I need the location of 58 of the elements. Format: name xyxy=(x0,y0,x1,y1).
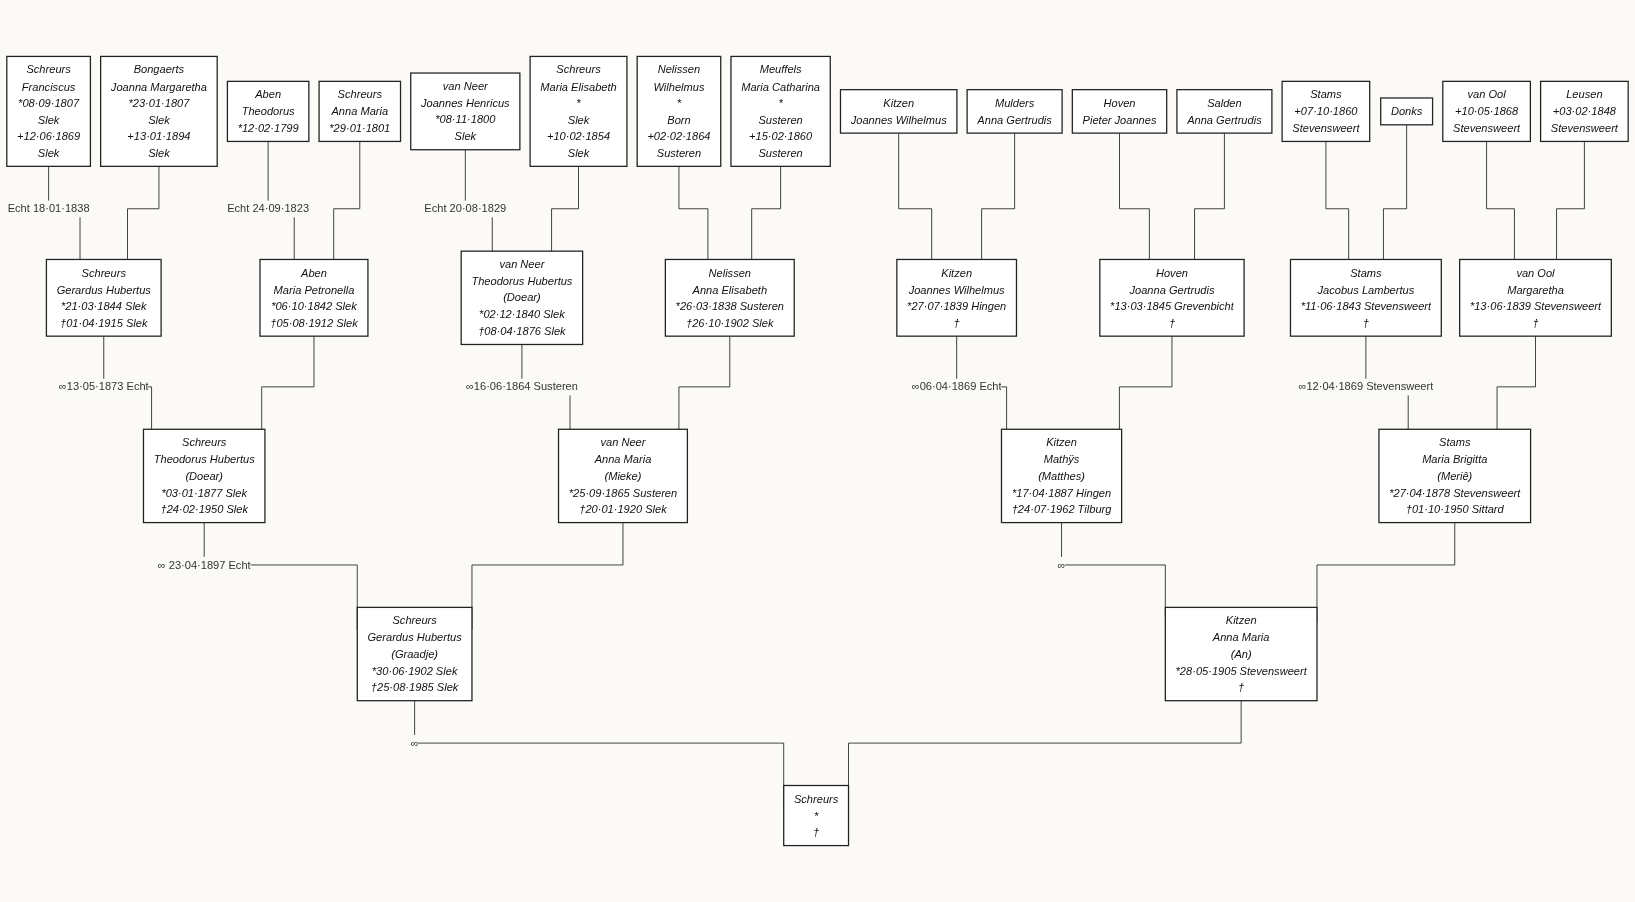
connector xyxy=(551,165,579,252)
connector xyxy=(678,335,731,430)
node-box: van Neer Joannes Henricus *08·11·1800 Slek xyxy=(410,72,521,151)
node-box: Meuffels Maria Catharina * Susteren +15·02·1860 Susteren xyxy=(730,55,831,167)
edge-label: ∞ xyxy=(410,736,419,750)
node-box: Schreurs Gerardus Hubertus (Graadje) *30·06·1902 Slek †25·08·1985 Slek xyxy=(356,606,473,702)
node-box: Bongaerts Joanna Margaretha *23·01·1807 Slek +13·01·1894 Slek xyxy=(100,55,218,167)
node-box: Salden Anna Gertrudis xyxy=(1176,89,1273,134)
node-box: Kitzen Joannes Wilhelmus xyxy=(839,89,958,134)
connector xyxy=(333,141,361,260)
edge-label: ∞06·04·1869 Echt xyxy=(911,380,1002,394)
node-box: Aben Theodorus *12·02·1799 xyxy=(226,80,310,143)
node-box: van Ool Margaretha *13·06·1839 Stevensweert † xyxy=(1459,258,1612,337)
connector xyxy=(1486,141,1515,260)
node-box: Hoven Pieter Joannes xyxy=(1071,89,1168,134)
node-box: Nelissen Wilhelmus * Born +02·02·1864 Susteren xyxy=(636,55,722,167)
edge-label: ∞16·06·1864 Susteren xyxy=(465,380,578,394)
node-box: Aben Maria Petronella *06·10·1842 Slek †05·08·1912 Slek xyxy=(259,258,369,337)
edge-label: Echt 18·01·1838 xyxy=(7,202,90,215)
node-box: Leusen +03·02·1848 Stevensweert xyxy=(1539,80,1629,143)
connector xyxy=(1119,132,1150,260)
connector xyxy=(981,132,1016,260)
edge-label: ∞ 23·04·1897 Echt xyxy=(157,558,251,572)
connector xyxy=(1118,335,1173,430)
edge-label: Echt 24·09·1823 xyxy=(227,202,310,215)
node-box: van Neer Anna Maria (Mieke) *25·09·1865 Susteren †20·01·1920 Slek xyxy=(557,428,689,524)
connector xyxy=(1325,141,1350,260)
connector xyxy=(1556,141,1585,260)
node-box: Stams +07·10·1860 Stevensweert xyxy=(1281,80,1371,143)
node-box: Kitzen Anna Maria (An) *28·05·1905 Stevensweert † xyxy=(1164,606,1318,702)
node-box: Schreurs Anna Maria *29·01·1801 xyxy=(318,80,402,143)
connector xyxy=(1383,124,1408,260)
connector xyxy=(898,132,933,260)
node-box: Nelissen Anna Elisabeth *26·03·1838 Susteren †26·10·1902 Slek xyxy=(664,258,795,337)
node-box: Kitzen Joannes Wilhelmus *27·07·1839 Hingen † xyxy=(896,258,1018,337)
node-box: Mulders Anna Gertrudis xyxy=(966,89,1063,134)
node-box: Kitzen Mathÿs (Matthes) *17·04·1887 Hingen †24·07·1962 Tilburg xyxy=(1000,428,1123,524)
connector xyxy=(678,165,709,260)
node-box: Schreurs Maria Elisabeth * Slek +10·02·1854 Slek xyxy=(529,55,628,167)
connector xyxy=(261,335,315,430)
edge-label: ∞ xyxy=(1057,558,1066,572)
node-box: Schreurs * † xyxy=(783,784,850,847)
connector xyxy=(1194,132,1225,260)
edge-label: ∞12·04·1869 Stevensweert xyxy=(1298,380,1434,394)
node-box: Donks xyxy=(1380,97,1434,126)
node-box: Schreurs Gerardus Hubertus *21·03·1844 Slek †01·04·1915 Slek xyxy=(45,258,162,337)
node-box: Hoven Joanna Gertrudis *13·03·1845 Grevenbicht † xyxy=(1099,258,1245,337)
node-box: Stams Jacobus Lambertus *11·06·1843 Stevensweert † xyxy=(1289,258,1442,337)
connector xyxy=(1496,335,1536,430)
edge-label: ∞13·05·1873 Echt xyxy=(58,380,149,394)
edge-label: Echt 20·08·1829 xyxy=(424,202,507,215)
node-box: Schreurs Franciscus *08·09·1807 Slek +12·06·1869 Slek xyxy=(6,55,92,167)
connector xyxy=(127,165,160,260)
node-box: Stams Maria Brigitta (Meriê) *27·04·1878 Stevensweert †01·10·1950 Sittard xyxy=(1378,428,1532,524)
connector xyxy=(751,165,782,260)
node-box: Schreurs Theodorus Hubertus (Doear) *03·01·1877 Slek †24·02·1950 Slek xyxy=(142,428,266,524)
node-box: van Ool +10·05·1868 Stevensweert xyxy=(1442,80,1532,143)
node-box: van Neer Theodorus Hubertus (Doear) *02·12·1840 Slek †08·04·1876 Slek xyxy=(460,250,584,346)
